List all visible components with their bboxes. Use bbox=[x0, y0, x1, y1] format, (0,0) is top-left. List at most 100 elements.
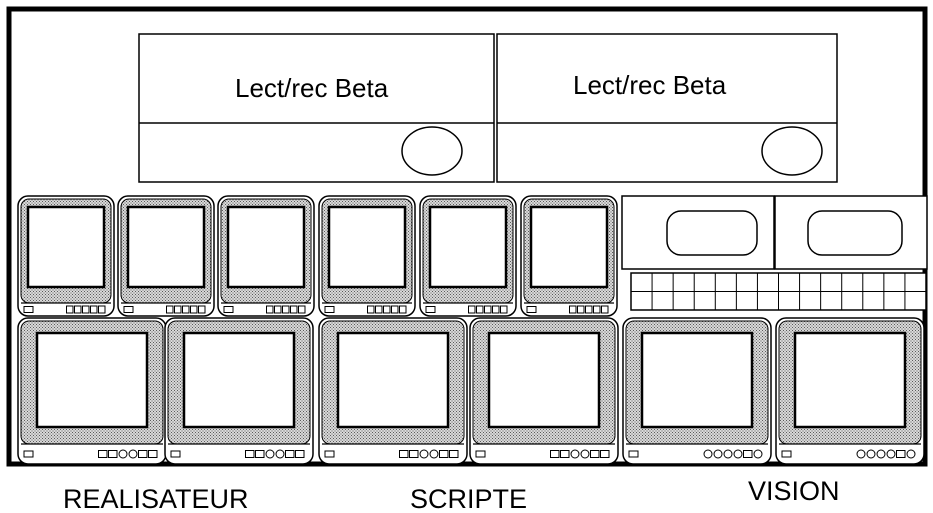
control-display bbox=[807, 210, 903, 256]
power-button bbox=[324, 450, 335, 458]
monitor-button bbox=[449, 450, 459, 458]
monitor-screen bbox=[182, 331, 296, 429]
small-monitor bbox=[217, 195, 315, 317]
monitor-screen bbox=[26, 205, 106, 289]
monitor-screen bbox=[428, 205, 508, 289]
vision-control-panel bbox=[621, 195, 928, 311]
large-monitor bbox=[469, 317, 619, 465]
monitor-button bbox=[600, 450, 610, 458]
small-monitor bbox=[419, 195, 517, 317]
monitor-button bbox=[90, 305, 98, 314]
small-monitor bbox=[318, 195, 416, 317]
monitor-button bbox=[166, 305, 174, 314]
large-monitor bbox=[775, 317, 925, 465]
monitor-button bbox=[383, 305, 391, 314]
large-monitor-row bbox=[17, 317, 925, 465]
power-button bbox=[628, 450, 639, 458]
monitor-button bbox=[282, 305, 290, 314]
monitor-button bbox=[245, 450, 255, 458]
reel-circle bbox=[761, 126, 823, 176]
monitor-button bbox=[492, 305, 500, 314]
monitor-button bbox=[399, 450, 409, 458]
monitor-button bbox=[298, 305, 306, 314]
monitor-knob bbox=[876, 449, 886, 459]
monitor-knob bbox=[265, 449, 275, 459]
monitor-knob bbox=[118, 449, 128, 459]
monitor-button bbox=[98, 450, 108, 458]
monitor-screen bbox=[126, 205, 206, 289]
small-monitor-row bbox=[17, 195, 618, 317]
monitor-button bbox=[577, 305, 585, 314]
monitor-button bbox=[285, 450, 295, 458]
monitor-knob bbox=[733, 449, 743, 459]
monitor-button bbox=[585, 305, 593, 314]
power-button bbox=[781, 450, 792, 458]
small-monitor bbox=[117, 195, 215, 317]
monitor-button bbox=[66, 305, 74, 314]
monitor-button bbox=[367, 305, 375, 314]
deck-label: Lect/rec Beta bbox=[573, 70, 727, 100]
monitor-knob bbox=[866, 449, 876, 459]
monitor-knob bbox=[713, 449, 723, 459]
monitor-button bbox=[468, 305, 476, 314]
monitor-button bbox=[375, 305, 383, 314]
monitor-screen bbox=[327, 205, 407, 289]
monitor-knob bbox=[703, 449, 713, 459]
monitor-button bbox=[601, 305, 609, 314]
monitor-screen bbox=[487, 331, 601, 429]
section-label-scripte: SCRIPTE bbox=[410, 484, 527, 513]
monitor-button bbox=[295, 450, 305, 458]
monitor-button bbox=[391, 305, 399, 314]
monitor-button bbox=[569, 305, 577, 314]
monitor-knob bbox=[275, 449, 285, 459]
large-monitor bbox=[622, 317, 772, 465]
monitor-knob bbox=[723, 449, 733, 459]
monitor-button bbox=[274, 305, 282, 314]
monitor-button bbox=[182, 305, 190, 314]
small-monitor bbox=[17, 195, 115, 317]
monitor-button bbox=[82, 305, 90, 314]
power-button bbox=[526, 306, 537, 313]
reel-circle bbox=[401, 126, 463, 176]
deck-label: Lect/rec Beta bbox=[235, 73, 389, 103]
monitor-button bbox=[500, 305, 508, 314]
monitor-button bbox=[590, 450, 600, 458]
power-button bbox=[23, 306, 34, 313]
power-button bbox=[170, 450, 181, 458]
monitor-knob bbox=[419, 449, 429, 459]
large-monitor bbox=[17, 317, 167, 465]
monitor-knob bbox=[128, 449, 138, 459]
monitor-knob bbox=[570, 449, 580, 459]
monitor-screen bbox=[226, 205, 306, 289]
control-keypad bbox=[630, 272, 927, 311]
monitor-button bbox=[174, 305, 182, 314]
power-button bbox=[23, 450, 34, 458]
monitor-knob bbox=[906, 449, 916, 459]
monitor-button bbox=[108, 450, 118, 458]
monitor-button bbox=[896, 450, 906, 458]
monitor-screen bbox=[793, 331, 907, 429]
monitor-button bbox=[266, 305, 274, 314]
small-monitor bbox=[520, 195, 618, 317]
control-display bbox=[666, 210, 758, 256]
beta-deck-right: Lect/rec Beta bbox=[496, 33, 838, 183]
section-label-realisateur: REALISATEUR bbox=[63, 484, 249, 513]
monitor-knob bbox=[580, 449, 590, 459]
monitor-button bbox=[138, 450, 148, 458]
large-monitor bbox=[318, 317, 468, 465]
beta-deck-left: Lect/rec Beta bbox=[138, 33, 495, 183]
monitor-button bbox=[290, 305, 298, 314]
monitor-screen bbox=[529, 205, 609, 289]
monitor-button bbox=[743, 450, 753, 458]
monitor-button bbox=[560, 450, 570, 458]
monitor-screen bbox=[336, 331, 450, 429]
monitor-button bbox=[255, 450, 265, 458]
large-monitor bbox=[164, 317, 314, 465]
monitor-knob bbox=[429, 449, 439, 459]
monitor-knob bbox=[856, 449, 866, 459]
monitor-button bbox=[399, 305, 407, 314]
monitor-button bbox=[476, 305, 484, 314]
monitor-screen bbox=[640, 331, 754, 429]
monitor-button bbox=[148, 450, 158, 458]
